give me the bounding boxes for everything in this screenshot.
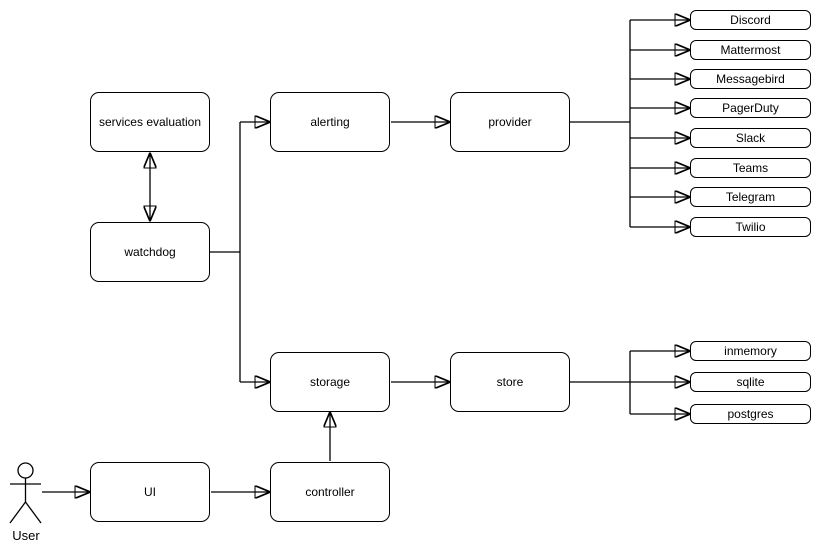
- node-alerting: alerting: [270, 92, 390, 152]
- node-ui: UI: [90, 462, 210, 522]
- node-store-postgres: postgres: [690, 404, 811, 424]
- node-provider-slack: Slack: [690, 128, 811, 148]
- node-storage: storage: [270, 352, 390, 412]
- node-watchdog: watchdog: [90, 222, 210, 282]
- node-store-inmemory: inmemory: [690, 341, 811, 361]
- node-provider-twilio: Twilio: [690, 217, 811, 237]
- node-services-evaluation: services evaluation: [90, 92, 210, 152]
- user-actor-icon: [9, 462, 42, 524]
- node-store-sqlite: sqlite: [690, 372, 811, 392]
- node-controller: controller: [270, 462, 390, 522]
- node-provider-pagerduty: PagerDuty: [690, 98, 811, 118]
- node-provider-discord: Discord: [690, 10, 811, 30]
- node-provider-telegram: Telegram: [690, 187, 811, 207]
- actor-label: User: [12, 528, 40, 543]
- node-provider: provider: [450, 92, 570, 152]
- node-provider-messagebird: Messagebird: [690, 69, 811, 89]
- node-provider-mattermost: Mattermost: [690, 40, 811, 60]
- node-store: store: [450, 352, 570, 412]
- node-provider-teams: Teams: [690, 158, 811, 178]
